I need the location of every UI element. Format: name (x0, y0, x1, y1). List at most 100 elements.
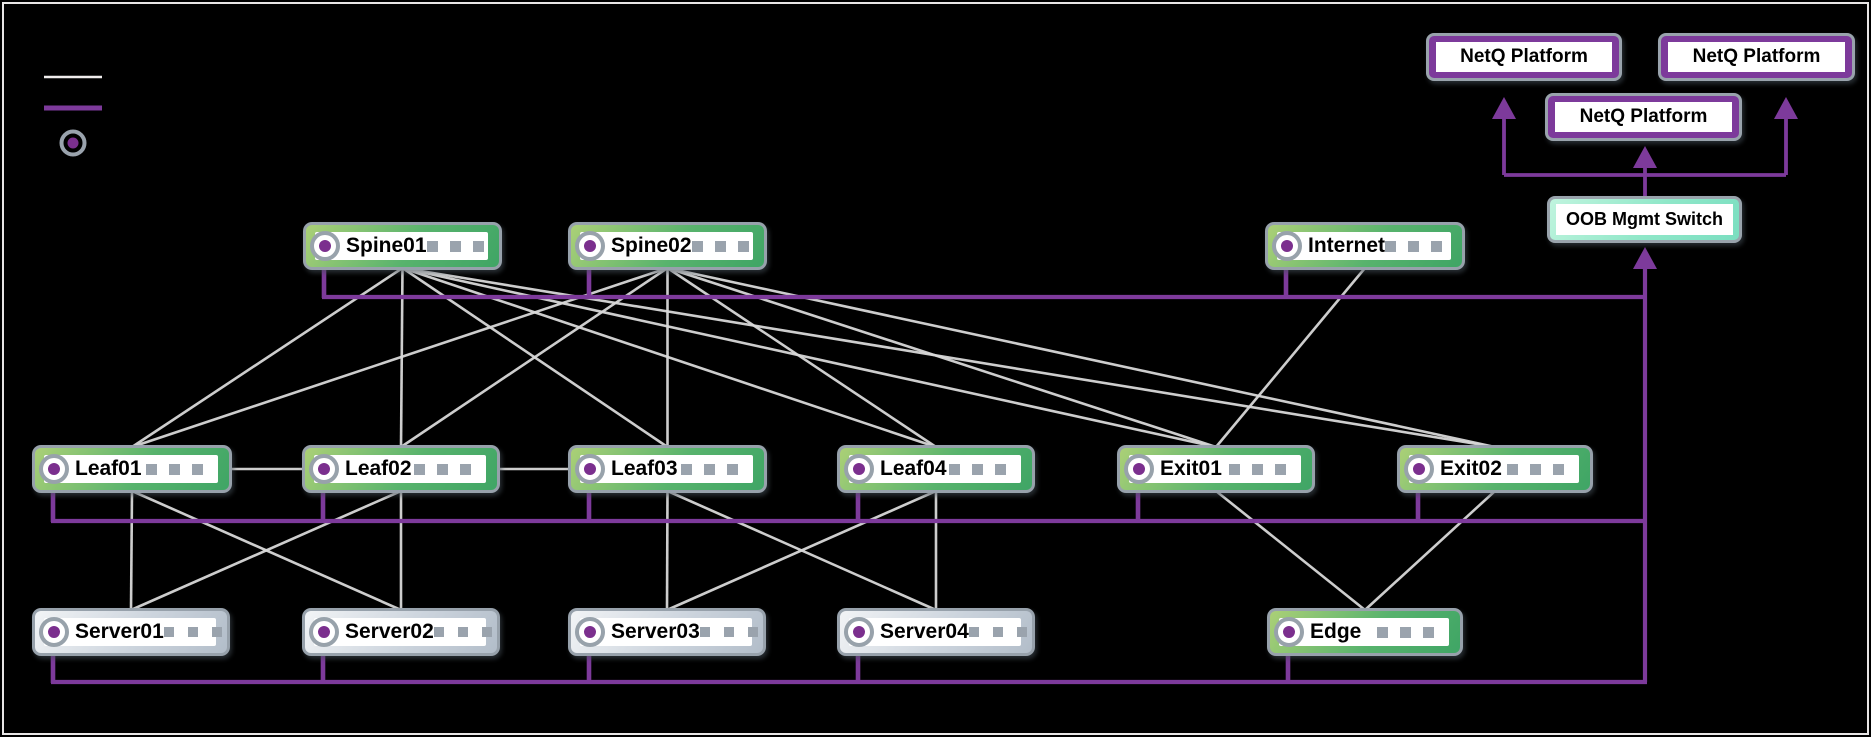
led-icon (163, 627, 174, 637)
port-status-dot-icon (48, 626, 60, 638)
device-label: Leaf02 (345, 457, 412, 480)
device-node-face (314, 455, 486, 483)
device-node-face (849, 618, 1021, 646)
oob-mgmt-switch-label: OOB Mgmt Switch (1556, 204, 1733, 235)
device-node-leaf02[interactable]: Leaf02 (302, 445, 500, 493)
oob-mgmt-switch-node[interactable]: OOB Mgmt Switch (1547, 196, 1742, 243)
led-icons (163, 627, 222, 637)
data-link (667, 266, 1217, 449)
data-link (666, 489, 937, 612)
netq-purple-border: NetQ Platform (1548, 96, 1739, 138)
led-icon (460, 463, 471, 475)
led-icon (433, 627, 444, 637)
device-label: Leaf01 (75, 457, 142, 480)
netq-purple-border: NetQ Platform (1661, 36, 1852, 78)
device-node-face (1277, 232, 1451, 260)
device-node-face (1409, 455, 1579, 483)
led-icon (691, 240, 703, 252)
led-icons (681, 463, 738, 475)
port-status-dot-icon (318, 626, 330, 638)
port-status-icon (309, 617, 339, 647)
device-node-body: Server03 (571, 611, 763, 653)
led-icon (995, 463, 1006, 475)
port-status-dot-icon (853, 626, 865, 638)
device-node-face (1129, 455, 1301, 483)
led-icon (737, 240, 749, 252)
data-link (666, 266, 937, 449)
led-icons (691, 240, 749, 252)
device-node-spine02[interactable]: Spine02 (568, 222, 767, 270)
device-node-body: Server02 (305, 611, 497, 653)
port-status-dot-icon (1281, 240, 1293, 252)
device-node-body: Internet (1268, 225, 1462, 267)
device-node-face (580, 618, 752, 646)
port-status-icon (1272, 231, 1302, 261)
port-status-icon (1274, 617, 1304, 647)
led-icons (146, 463, 203, 475)
device-label: Exit02 (1440, 457, 1502, 480)
device-node-internet[interactable]: Internet (1265, 222, 1465, 270)
led-icon (727, 463, 738, 475)
port-status-icon (39, 617, 69, 647)
device-node-body: Server01 (35, 611, 227, 653)
device-node-server03[interactable]: Server03 (568, 608, 766, 656)
led-icons (1385, 240, 1443, 252)
device-node-body: Edge (1270, 611, 1460, 653)
port-status-dot-icon (48, 463, 60, 475)
led-icon (747, 627, 758, 637)
device-node-face (1279, 618, 1449, 646)
netq-purple-border: NetQ Platform (1429, 36, 1619, 78)
netq-left-box[interactable]: NetQ Platform (1426, 33, 1622, 81)
led-icon (723, 627, 734, 637)
led-icon (1400, 626, 1411, 638)
device-node-body: Leaf02 (305, 448, 497, 490)
data-link (402, 266, 937, 449)
port-status-dot-icon (1283, 626, 1295, 638)
device-node-leaf03[interactable]: Leaf03 (568, 445, 767, 493)
device-node-face (849, 455, 1021, 483)
port-status-dot-icon (1413, 463, 1425, 475)
device-node-server02[interactable]: Server02 (302, 608, 500, 656)
led-icon (949, 463, 960, 475)
device-node-exit02[interactable]: Exit02 (1397, 445, 1593, 493)
led-icon (146, 463, 157, 475)
device-label: Spine02 (611, 234, 692, 257)
device-node-leaf01[interactable]: Leaf01 (32, 445, 232, 493)
device-node-body: Server04 (840, 611, 1032, 653)
led-icon (1507, 463, 1518, 475)
led-icon (481, 627, 492, 637)
led-icon (472, 240, 484, 252)
device-node-face (314, 618, 486, 646)
port-status-icon (39, 454, 69, 484)
data-link (665, 490, 669, 611)
port-status-dot-icon (584, 463, 596, 475)
device-node-server04[interactable]: Server04 (837, 608, 1035, 656)
device-node-body: Exit02 (1400, 448, 1590, 490)
device-node-edge[interactable]: Edge (1267, 608, 1463, 656)
netq-middle-box[interactable]: NetQ Platform (1545, 93, 1742, 141)
device-node-server01[interactable]: Server01 (32, 608, 230, 656)
netq-platform-label: NetQ Platform (1668, 42, 1845, 72)
device-label: Spine01 (346, 234, 427, 257)
port-status-dot-icon (584, 626, 596, 638)
led-icon (1423, 626, 1434, 638)
port-status-icon (575, 454, 605, 484)
device-node-face (44, 455, 218, 483)
port-status-dot-icon (319, 240, 331, 252)
device-node-exit01[interactable]: Exit01 (1117, 445, 1315, 493)
led-icon (457, 627, 468, 637)
port-status-icon (309, 454, 339, 484)
port-status-icon (1404, 454, 1434, 484)
device-label: Edge (1310, 620, 1362, 643)
led-icon (437, 463, 448, 475)
led-icons (699, 627, 758, 637)
led-icons (968, 627, 1027, 637)
device-label: Server01 (75, 620, 164, 643)
device-node-leaf04[interactable]: Leaf04 (837, 445, 1035, 493)
mgmt-arrow-icon (1633, 146, 1657, 168)
device-label: Server03 (611, 620, 700, 643)
device-node-spine01[interactable]: Spine01 (303, 222, 502, 270)
led-icon (968, 627, 979, 637)
netq-right-box[interactable]: NetQ Platform (1658, 33, 1855, 81)
